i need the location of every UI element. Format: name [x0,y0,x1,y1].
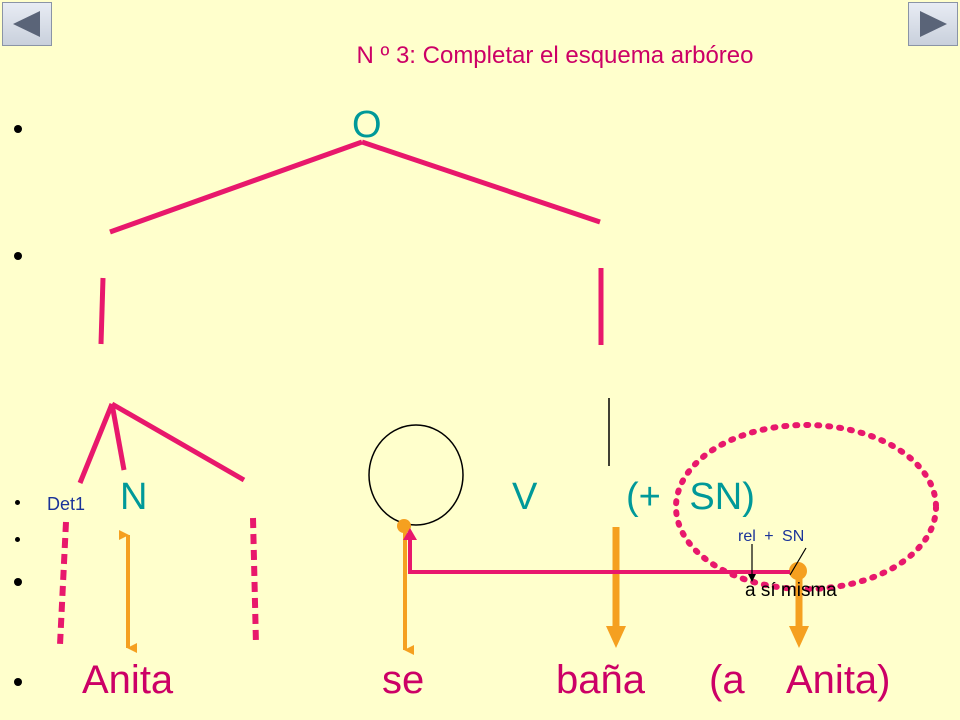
sentence-word-se: se [382,658,425,702]
sn-label: (+ SN) [626,476,755,518]
dotted-line-det [57,521,69,646]
n-branch [109,403,127,471]
sentence-word-anita2: Anita) [786,658,891,702]
slide-title: N º 3: Completar el esquema arbóreo [356,42,754,69]
empty-node-circle [368,424,464,526]
rel-arrowhead [748,574,756,582]
arrow-bana-head [606,626,626,648]
dotted-ellipse [673,422,939,592]
triangle-right-icon [920,11,947,37]
triangle-left-icon [13,11,40,37]
root-branch-right [361,139,601,225]
root-node-label: O [352,104,382,146]
empty-branch [110,401,246,483]
anita2-dot [789,562,807,580]
bullet [15,537,20,542]
n-label: N [120,476,148,518]
a-si-misma-label: a sí misma [745,580,837,601]
bullet [15,500,20,505]
se-dot [397,519,411,533]
arrow-anita2-head [789,626,809,648]
sentence-word-bana: baña [556,658,645,702]
rel-sn-label: rel + SN [738,528,805,545]
next-slide-button[interactable] [908,2,958,46]
root-branch-left [109,139,363,235]
bullet [14,678,22,686]
dotted-line-empty [250,517,259,646]
sentence-word-a: (a [709,658,745,702]
reflexive-connector [408,532,790,574]
reflexive-arrowhead [403,528,417,540]
bullet [14,252,22,260]
bullet [14,125,22,133]
det-branch [77,403,115,484]
bullet [14,578,22,586]
v-label: V [512,476,538,518]
det-label: Det1 [47,494,86,514]
left-vertical-branch [98,277,106,345]
sn-arrow [789,547,807,576]
previous-slide-button[interactable] [2,2,52,46]
sentence-word-anita: Anita [82,658,174,702]
